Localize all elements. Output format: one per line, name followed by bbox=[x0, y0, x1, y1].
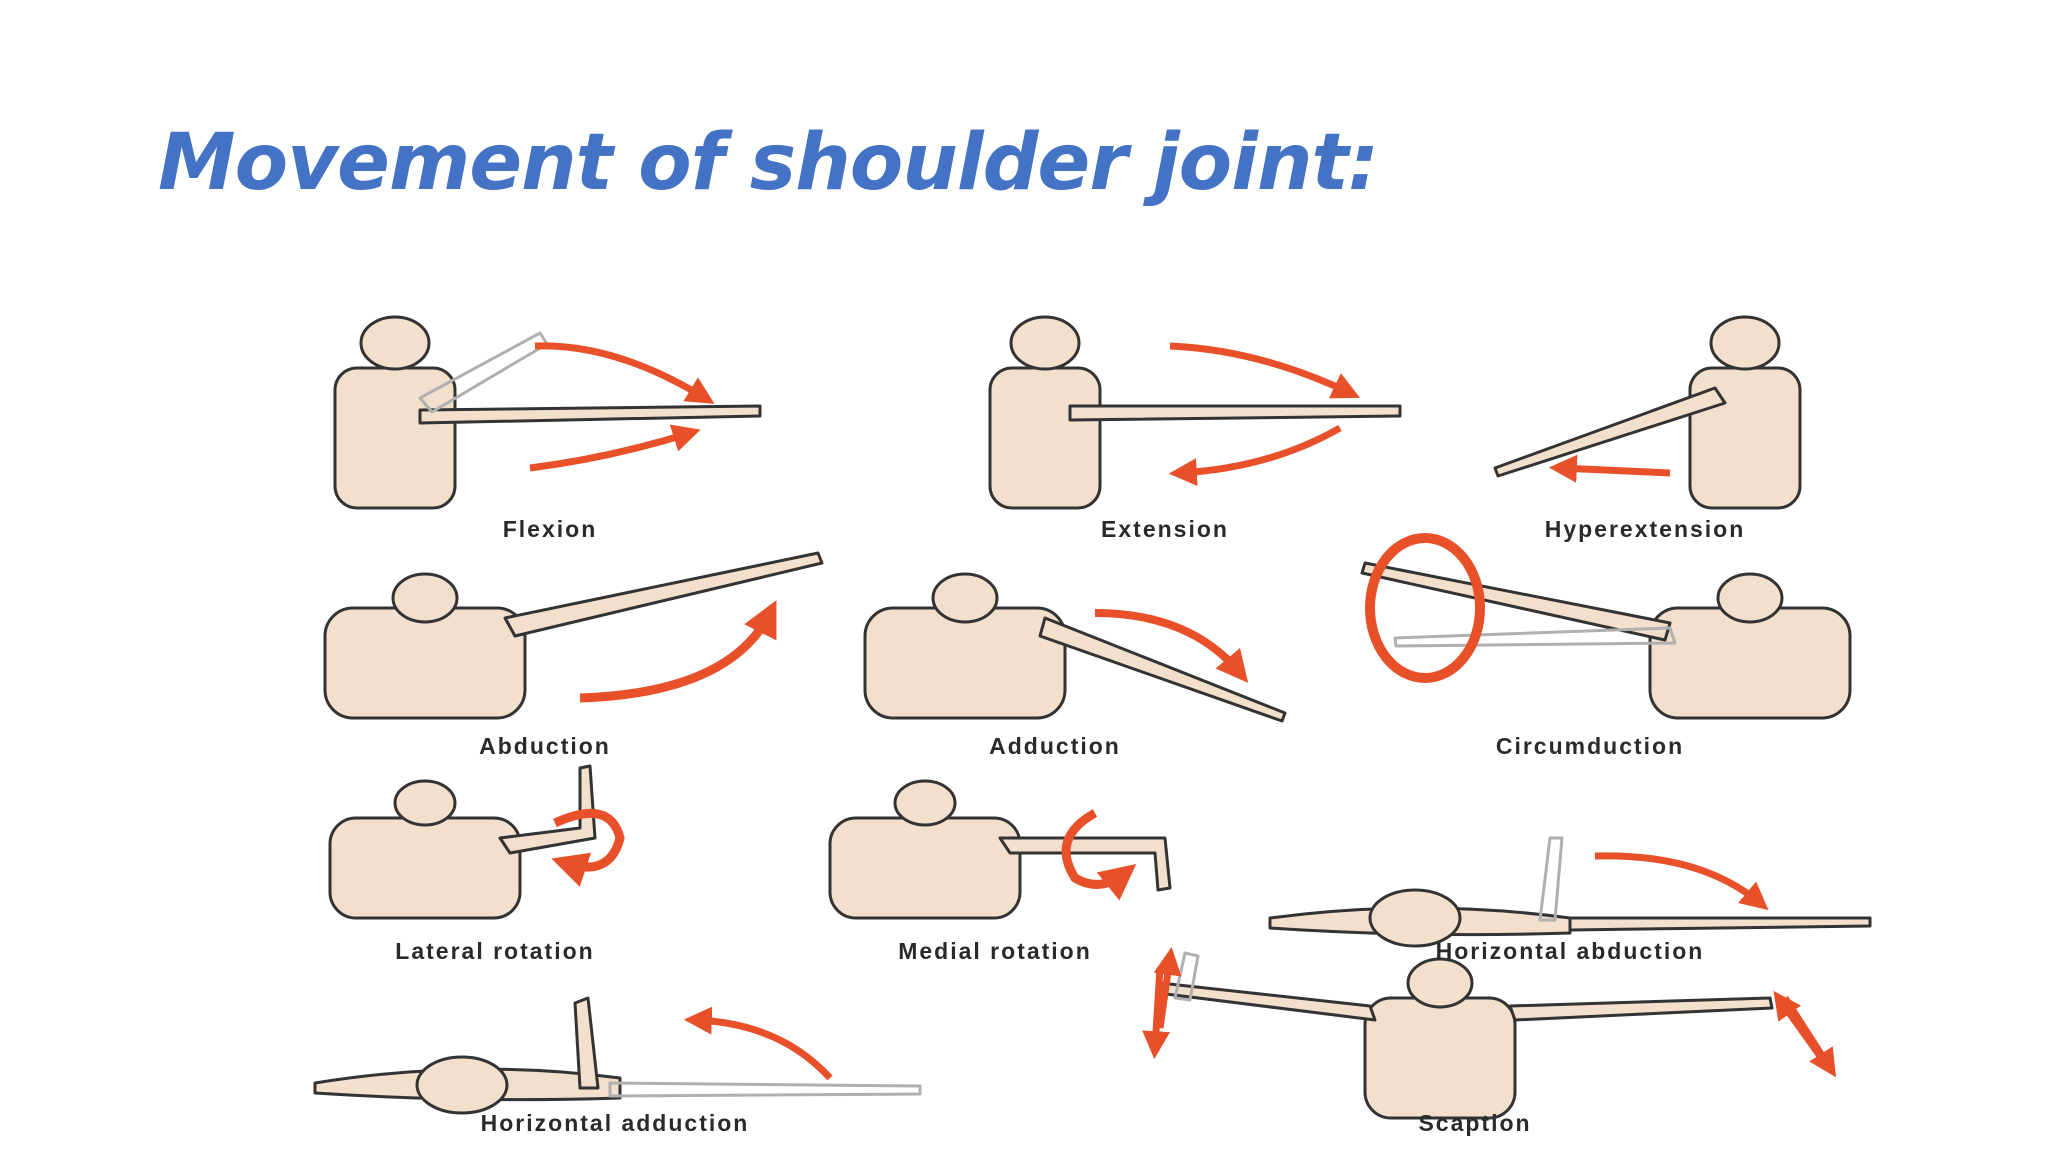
movement-label: Abduction bbox=[479, 733, 611, 759]
movement-label: Lateral rotation bbox=[395, 938, 595, 964]
abduction-figure bbox=[323, 551, 824, 720]
lateral-rotation-figure bbox=[328, 764, 625, 920]
scaption-figure bbox=[1142, 946, 1837, 1120]
movement-label: Horizontal adduction bbox=[480, 1110, 750, 1136]
movement-label: Medial rotation bbox=[898, 938, 1092, 964]
slide-title: Movement of shoulder joint: bbox=[158, 118, 1379, 208]
horizontal-abduction-figure bbox=[1268, 836, 1872, 948]
movement-label: Scaption bbox=[1418, 1110, 1532, 1136]
extension-figure bbox=[988, 315, 1402, 510]
movement-label: Flexion bbox=[502, 516, 598, 542]
medial-rotation-figure bbox=[828, 779, 1172, 920]
movement-label: Hyperextension bbox=[1544, 516, 1746, 542]
hyperextension-figure bbox=[1493, 315, 1802, 510]
flexion-figure bbox=[333, 315, 762, 510]
circumduction-figure bbox=[1360, 533, 1852, 720]
movement-label: Extension bbox=[1101, 516, 1229, 542]
shoulder-movements-figure: Flexion Extension Hyperextension Abducti… bbox=[170, 278, 1910, 1148]
horizontal-adduction-figure bbox=[313, 996, 922, 1115]
movement-label: Adduction bbox=[989, 733, 1121, 759]
movement-label: Circumduction bbox=[1495, 733, 1685, 759]
movement-label: Horizontal abduction bbox=[1435, 938, 1705, 964]
adduction-figure bbox=[863, 572, 1287, 723]
shoulder-movements-illustration bbox=[313, 315, 1872, 1120]
